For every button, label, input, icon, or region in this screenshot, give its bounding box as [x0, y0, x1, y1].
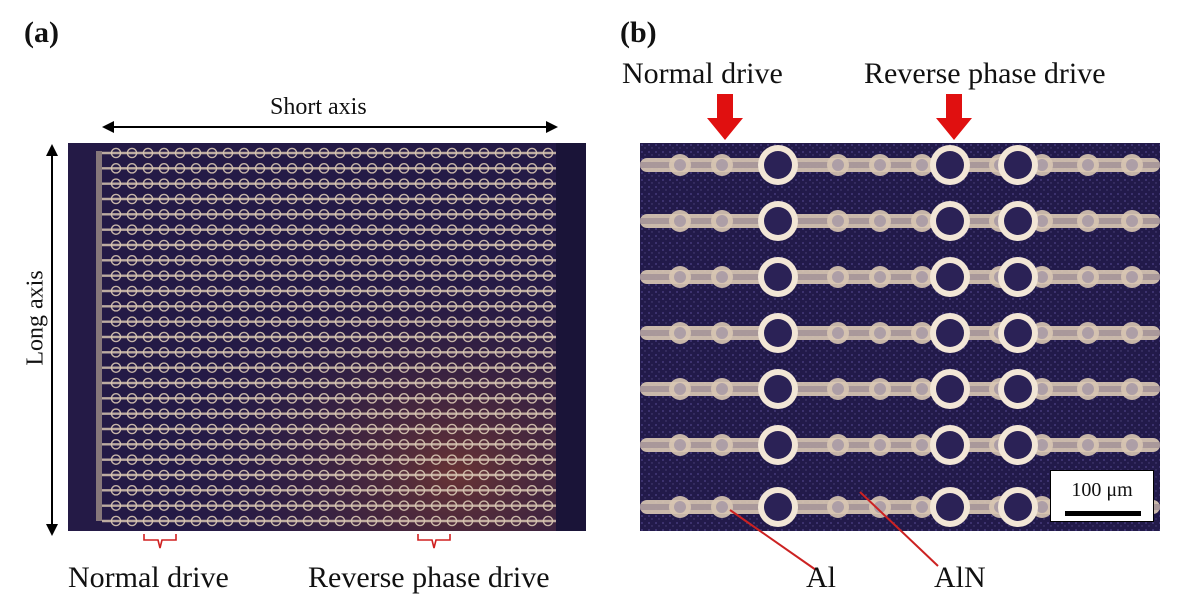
short-axis-label: Short axis [270, 94, 367, 120]
al-label: Al [806, 561, 836, 594]
normal-drive-bracket [143, 534, 177, 549]
long-axis-label: Long axis [22, 270, 49, 366]
scale-bar-label: 100 μm [1071, 479, 1133, 501]
scale-bar: 100 μm [1050, 470, 1154, 522]
panel-b-label: (b) [620, 16, 657, 49]
reverse-phase-drive-arrow-icon [936, 94, 972, 140]
panel-a-normal-drive-label: Normal drive [68, 561, 229, 594]
aln-label: AlN [934, 561, 986, 594]
long-axis-arrow [46, 144, 58, 536]
reverse-phase-drive-bracket [417, 534, 451, 549]
device-micrograph-full [68, 143, 586, 531]
normal-drive-arrow-icon [707, 94, 743, 140]
panel-a-label: (a) [24, 16, 59, 49]
panel-b-normal-drive-label: Normal drive [622, 57, 783, 90]
aln-leader-line [859, 491, 939, 567]
scale-bar-line [1065, 511, 1141, 516]
short-axis-arrow [102, 121, 558, 133]
al-leader-line [729, 509, 817, 571]
device-micrograph-zoom [640, 143, 1160, 531]
panel-b-reverse-phase-drive-label: Reverse phase drive [864, 57, 1106, 90]
panel-a-reverse-phase-drive-label: Reverse phase drive [308, 561, 550, 594]
